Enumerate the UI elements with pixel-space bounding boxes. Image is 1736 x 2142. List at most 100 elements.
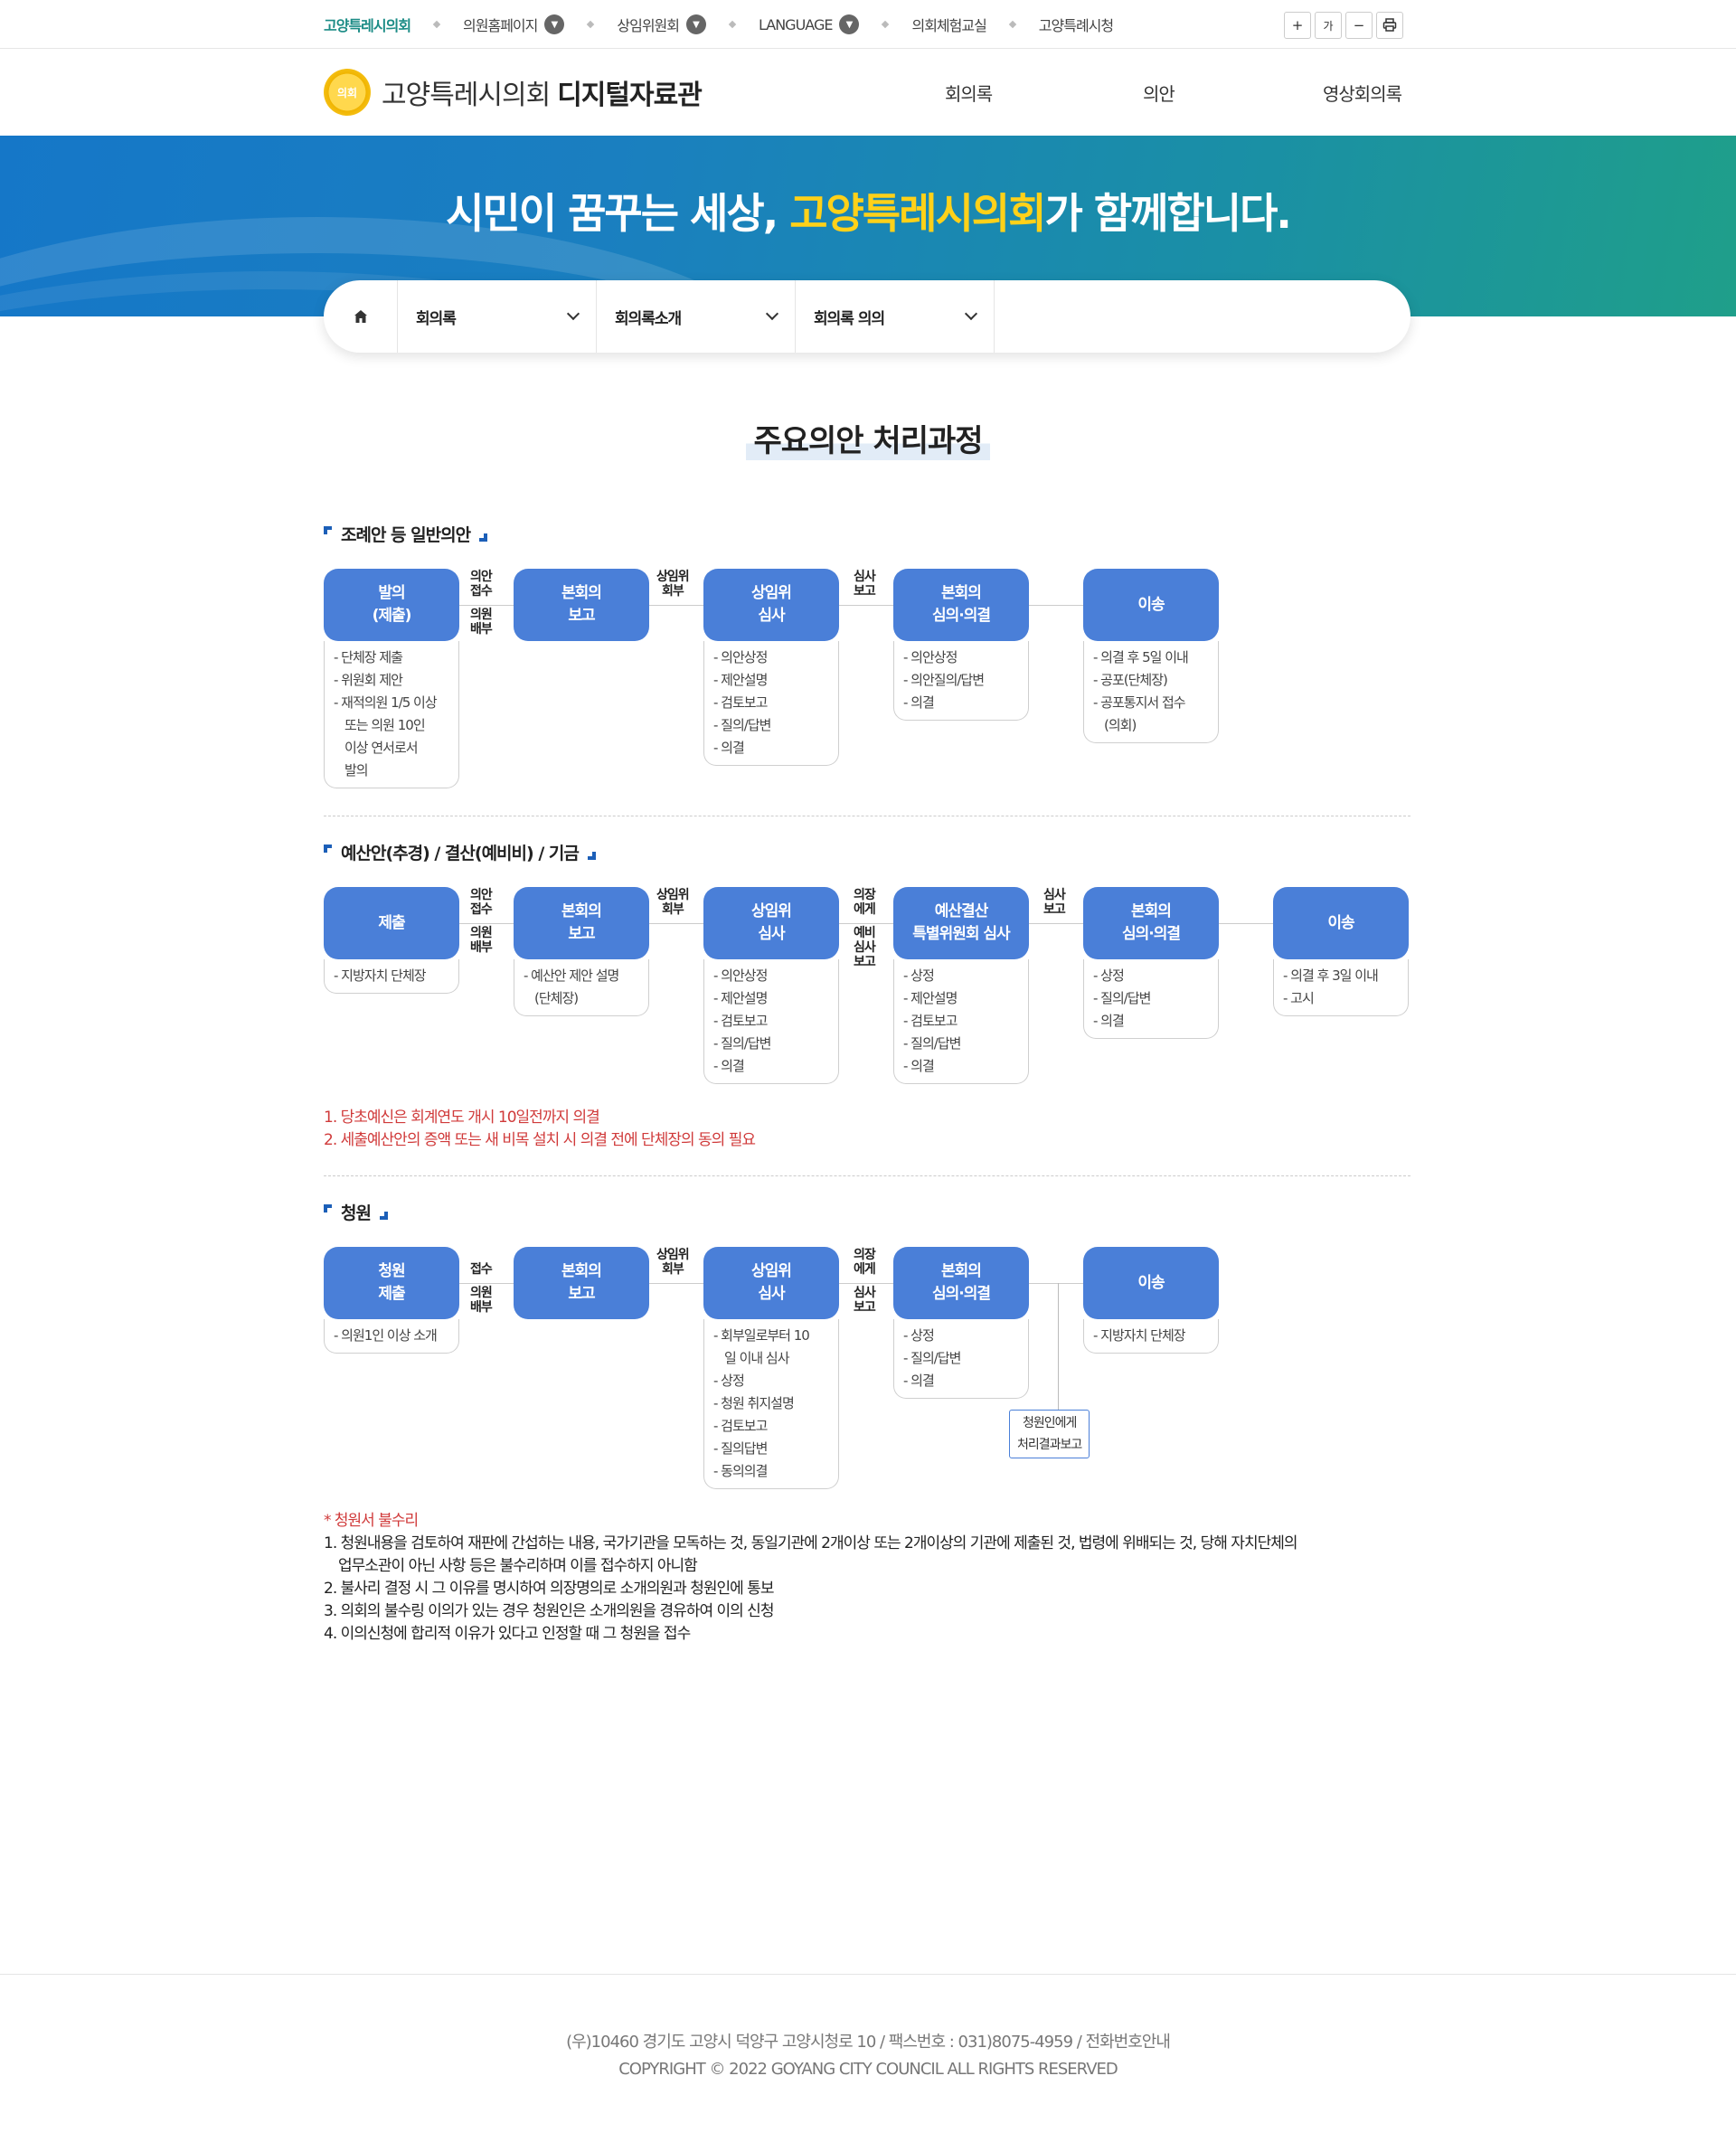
desc-line: (단체장) bbox=[534, 990, 579, 1006]
breadcrumb-level-2[interactable]: 회의록소개 bbox=[597, 280, 796, 353]
site-logo[interactable]: 의회 고양특레시의회 디지털자료관 bbox=[324, 69, 703, 116]
chevron-down-icon: ▼ bbox=[839, 14, 860, 34]
slogan-post: 가 함께합니다. bbox=[1044, 189, 1291, 238]
note-line: 2. 불사리 결정 시 그 이유를 명시하여 의장명의로 소개의원과 청원인에 … bbox=[324, 1580, 774, 1598]
label-line: 상임위 bbox=[656, 570, 690, 584]
link-language[interactable]: LANGUAGE▼ bbox=[759, 14, 860, 34]
desc-line: - 의결 후 3일 이내 bbox=[1283, 967, 1379, 984]
flow-step-desc: - 의안상정 - 의안질의/답변 - 의결 bbox=[893, 641, 1029, 721]
quote-close-icon bbox=[479, 533, 488, 542]
desc-line: - 위원회 제안 bbox=[334, 672, 403, 688]
separator bbox=[587, 20, 595, 29]
separator bbox=[1008, 20, 1017, 29]
desc-line: - 질의/답변 bbox=[1093, 990, 1151, 1006]
breadcrumb-level-3[interactable]: 회의록 의의 bbox=[796, 280, 995, 353]
label-line: 의원 bbox=[470, 1286, 493, 1300]
flow-label: 심사 보고 bbox=[1043, 888, 1066, 917]
section-title-petition: 청원 bbox=[324, 1200, 388, 1224]
nav-bills[interactable]: 의안 bbox=[1143, 82, 1175, 105]
flow-step-submit: 제출 bbox=[324, 887, 459, 959]
logo-archive-name: 디지털자료관 bbox=[557, 80, 703, 111]
print-button[interactable] bbox=[1376, 12, 1403, 39]
flow-step-plenary-vote: 본회의 심의·의결 bbox=[1083, 887, 1219, 959]
flow-step-desc: - 의안상정 - 제안설명 - 검토보고 - 질의/답변 - 의결 bbox=[703, 641, 839, 766]
label-line: 배부 bbox=[470, 622, 493, 637]
desc-line: - 동의의결 bbox=[713, 1463, 768, 1479]
site-header: 의회 고양특레시의회 디지털자료관 회의록 의안 영상회의록 bbox=[0, 49, 1736, 136]
desc-line: - 회부일로부터 10 bbox=[713, 1327, 810, 1344]
footer-copyright: COPYRIGHT © 2022 GOYANG CITY COUNCIL ALL… bbox=[618, 2060, 1118, 2079]
flow-step-petition-submit: 청원 제출 bbox=[324, 1247, 459, 1319]
flow-step-transfer: 이송 bbox=[1273, 887, 1409, 959]
flow-step-desc: - 의안상정 - 제안설명 - 검토보고 - 질의/답변 - 의결 bbox=[703, 959, 839, 1084]
desc-line: - 의결 bbox=[903, 1373, 935, 1389]
flow-step-desc: - 의결 후 3일 이내 - 고시 bbox=[1273, 959, 1409, 1016]
desc-line: - 의결 bbox=[903, 694, 935, 711]
font-size-button[interactable]: 가 bbox=[1315, 12, 1342, 39]
banner-slogan: 시민이 꿈꾸는 세상, 고양특레시의회가 함께합니다. bbox=[0, 181, 1736, 241]
home-button[interactable] bbox=[324, 280, 398, 353]
desc-line: - 의안상정 bbox=[713, 649, 768, 665]
link-city-hall[interactable]: 고양특례시청 bbox=[1039, 14, 1114, 35]
flow-step-propose: 발의 (제출) bbox=[324, 569, 459, 641]
section-title-text: 조례안 등 일반의안 bbox=[341, 525, 471, 545]
flow-step-desc: - 상정 - 질의/답변 - 의결 bbox=[1083, 959, 1219, 1039]
desc-line: - 의결 bbox=[713, 740, 745, 756]
label-line: 회부 bbox=[661, 1262, 684, 1277]
chevron-down-icon bbox=[566, 307, 580, 321]
flow-step-desc: - 상정 - 제안설명 - 검토보고 - 질의/답변 - 의결 bbox=[893, 959, 1029, 1084]
link-member-homepage[interactable]: 의원홈페이지▼ bbox=[463, 14, 565, 35]
breadcrumb-level-1[interactable]: 회의록 bbox=[398, 280, 597, 353]
flow-step-plenary-report: 본회의 보고 bbox=[514, 1247, 649, 1319]
desc-line: - 상정 bbox=[1093, 967, 1125, 984]
desc-line: - 검토보고 bbox=[713, 694, 768, 711]
flow-step-desc: - 예산안 제안 설명 (단체장) bbox=[514, 959, 649, 1016]
link-committee[interactable]: 상임위원회▼ bbox=[617, 14, 706, 35]
desc-line: - 공포통지서 접수 bbox=[1093, 694, 1186, 711]
site-footer: (우)10460 경기도 고양시 덕양구 고양시청로 10 / 팩스번호 : 0… bbox=[0, 1974, 1736, 2142]
flow-step-budget-committee: 예산결산 특별위원회 심사 bbox=[893, 887, 1029, 959]
page-title: 주요의안 처리과정 bbox=[0, 416, 1736, 460]
petition-result-report-box: 청원인에게 처리결과보고 bbox=[1009, 1410, 1090, 1458]
result-line: 청원인에게 bbox=[1022, 1416, 1077, 1430]
flow-step-plenary-vote: 본회의 심의·의결 bbox=[893, 569, 1029, 641]
link-label: 고양특레시의회 bbox=[324, 17, 411, 34]
label-line: 에게 bbox=[854, 1262, 876, 1277]
desc-line: 또는 의원 10인 bbox=[344, 717, 426, 733]
flow-label: 의장 에게 심사 보고 bbox=[854, 1248, 876, 1315]
flow-label: 심사 보고 bbox=[854, 570, 876, 599]
desc-line: - 상정 bbox=[713, 1373, 745, 1389]
label-line: 의안 bbox=[470, 888, 493, 902]
flow-step-committee-review: 상임위 심사 bbox=[703, 1247, 839, 1319]
desc-line: - 공포(단체장) bbox=[1093, 672, 1168, 688]
link-experience-class[interactable]: 의회체험교실 bbox=[911, 14, 986, 35]
link-label: 상임위원회 bbox=[617, 17, 680, 34]
desc-line: - 의원1인 이상 소개 bbox=[334, 1327, 438, 1344]
link-council-home[interactable]: 고양특레시의회 bbox=[324, 14, 411, 35]
nav-minutes[interactable]: 회의록 bbox=[945, 82, 993, 105]
breadcrumb-label: 회의록 bbox=[416, 309, 457, 328]
label-line: 의원 bbox=[470, 608, 493, 622]
zoom-out-button[interactable]: − bbox=[1345, 12, 1373, 39]
flow-label: 상임위 회부 bbox=[656, 888, 690, 917]
label-line: 보고 bbox=[854, 584, 876, 599]
home-icon bbox=[354, 310, 367, 323]
breadcrumb: 회의록 회의록소개 회의록 의의 bbox=[324, 280, 1410, 353]
flow-step-desc: - 단체장 제출 - 위원회 제안 - 재적의원 1/5 이상 또는 의원 10… bbox=[324, 641, 459, 788]
section-title-text: 청원 bbox=[341, 1203, 372, 1223]
label-line: 예비 bbox=[854, 926, 876, 940]
desc-line: - 단체장 제출 bbox=[334, 649, 403, 665]
zoom-in-button[interactable]: + bbox=[1284, 12, 1311, 39]
desc-line: - 의결 bbox=[1093, 1013, 1125, 1029]
label-line: 심사 bbox=[1043, 888, 1066, 902]
result-line: 처리결과보고 bbox=[1017, 1438, 1082, 1452]
separator bbox=[882, 20, 890, 29]
font-tools: + 가 − bbox=[1284, 12, 1403, 39]
label-line: 의장 bbox=[854, 888, 876, 902]
nav-video-minutes[interactable]: 영상회의록 bbox=[1323, 82, 1402, 105]
label-line: 에게 bbox=[854, 902, 876, 917]
desc-line: - 질의/답변 bbox=[713, 717, 771, 733]
note-line: 3. 의회의 불수링 이의가 있는 경우 청원인은 소개의원을 경유하여 이의 … bbox=[324, 1602, 774, 1620]
label-line: 보고 bbox=[1043, 902, 1066, 917]
flow-connector bbox=[389, 923, 1347, 924]
